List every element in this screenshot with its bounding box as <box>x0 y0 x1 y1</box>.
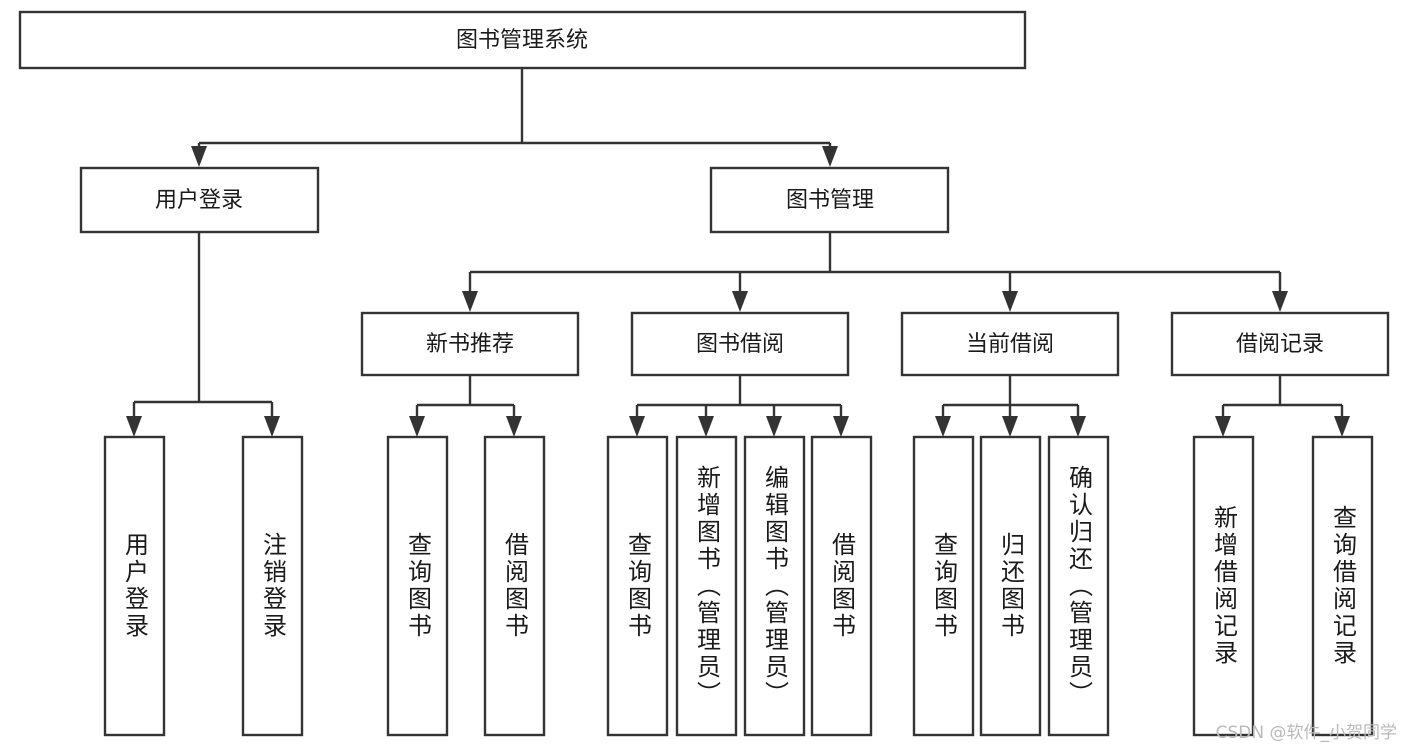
node-leaf-edit-book[interactable] <box>743 435 806 737</box>
node-new-book-rec[interactable]: 新书推荐 <box>360 311 580 377</box>
node-leaf-logout[interactable] <box>241 435 304 737</box>
arrow-to-leaf-add-record <box>1215 416 1231 437</box>
node-leaf-query-record[interactable] <box>1311 435 1374 737</box>
node-book-manage-label: 图书管理 <box>786 188 874 213</box>
connector-group-root <box>191 68 838 167</box>
node-leaf-logout-box[interactable] <box>241 435 304 737</box>
node-leaf-user-login[interactable] <box>103 435 166 737</box>
node-leaf-query-book-3[interactable] <box>912 435 975 737</box>
node-current-borrow[interactable]: 当前借阅 <box>900 311 1120 377</box>
arrow-to-user-login <box>191 146 207 167</box>
node-leaf-edit-book-box[interactable] <box>743 435 806 737</box>
node-leaf-query-book-2-box[interactable] <box>606 435 669 737</box>
arrow-to-book-manage <box>822 146 838 167</box>
node-user-login[interactable]: 用户登录 <box>79 166 320 234</box>
node-borrow-record-box[interactable] <box>1170 311 1390 377</box>
arrow-to-book-borrow <box>732 291 748 312</box>
node-book-borrow-label: 图书借阅 <box>696 332 784 357</box>
connector-group-book-manage <box>462 232 1288 312</box>
arrow-to-leaf-return-book <box>1002 416 1018 437</box>
connector-group-new-book-rec <box>409 375 522 437</box>
node-leaf-borrow-book-2-box[interactable] <box>810 435 873 737</box>
node-leaf-query-book-3-box[interactable] <box>912 435 975 737</box>
node-leaf-confirm-return-box[interactable] <box>1047 435 1110 737</box>
arrow-to-leaf-query-record <box>1334 416 1350 437</box>
arrow-to-new-book-rec <box>462 291 478 312</box>
node-leaf-query-record-box[interactable] <box>1311 435 1374 737</box>
node-current-borrow-label: 当前借阅 <box>966 332 1054 357</box>
node-new-book-rec-label: 新书推荐 <box>426 332 514 357</box>
node-user-login-label: 用户登录 <box>155 188 243 213</box>
node-leaf-query-book-1[interactable] <box>386 435 449 737</box>
arrow-to-current-borrow <box>1002 291 1018 312</box>
node-leaf-confirm-return[interactable] <box>1047 435 1110 737</box>
node-borrow-record-label: 借阅记录 <box>1236 332 1324 357</box>
arrow-to-leaf-confirm-return <box>1070 416 1086 437</box>
node-user-login-box[interactable] <box>79 166 320 234</box>
node-book-borrow[interactable]: 图书借阅 <box>630 311 850 377</box>
arrow-to-leaf-user-login <box>126 416 142 437</box>
connector-group-book-borrow <box>629 375 849 437</box>
arrow-to-leaf-query-book-2 <box>629 416 645 437</box>
node-leaf-add-record-box[interactable] <box>1192 435 1255 737</box>
arrow-to-leaf-edit-book <box>766 416 782 437</box>
arrow-to-borrow-record <box>1272 291 1288 312</box>
arrow-to-leaf-logout <box>264 416 280 437</box>
node-leaf-add-book-box[interactable] <box>675 435 738 737</box>
node-leaf-add-book[interactable] <box>675 435 738 737</box>
arrow-to-leaf-query-book-3 <box>935 416 951 437</box>
node-leaf-return-book[interactable] <box>979 435 1042 737</box>
node-leaf-borrow-book-1[interactable] <box>483 435 546 737</box>
node-leaf-user-login-box[interactable] <box>103 435 166 737</box>
node-current-borrow-box[interactable] <box>900 311 1120 377</box>
arrow-to-leaf-borrow-book-2 <box>833 416 849 437</box>
connector-group-current-borrow <box>935 375 1086 437</box>
node-leaf-add-record[interactable] <box>1192 435 1255 737</box>
node-leaf-borrow-book-1-box[interactable] <box>483 435 546 737</box>
node-root-box[interactable] <box>18 10 1027 70</box>
node-root[interactable]: 图书管理系统 <box>18 10 1027 70</box>
node-leaf-query-book-1-box[interactable] <box>386 435 449 737</box>
node-borrow-record[interactable]: 借阅记录 <box>1170 311 1390 377</box>
node-new-book-rec-box[interactable] <box>360 311 580 377</box>
arrow-to-leaf-borrow-book-1 <box>506 416 522 437</box>
node-leaf-return-book-box[interactable] <box>979 435 1042 737</box>
node-book-borrow-box[interactable] <box>630 311 850 377</box>
node-root-label: 图书管理系统 <box>456 28 588 53</box>
node-leaf-borrow-book-2[interactable] <box>810 435 873 737</box>
node-book-manage[interactable]: 图书管理 <box>709 166 950 234</box>
arrow-to-leaf-query-book-1 <box>409 416 425 437</box>
connector-group-borrow-record <box>1215 375 1350 437</box>
node-leaf-query-book-2[interactable] <box>606 435 669 737</box>
node-book-manage-box[interactable] <box>709 166 950 234</box>
arrow-to-leaf-add-book <box>698 416 714 437</box>
connector-group-user-login <box>126 232 280 437</box>
